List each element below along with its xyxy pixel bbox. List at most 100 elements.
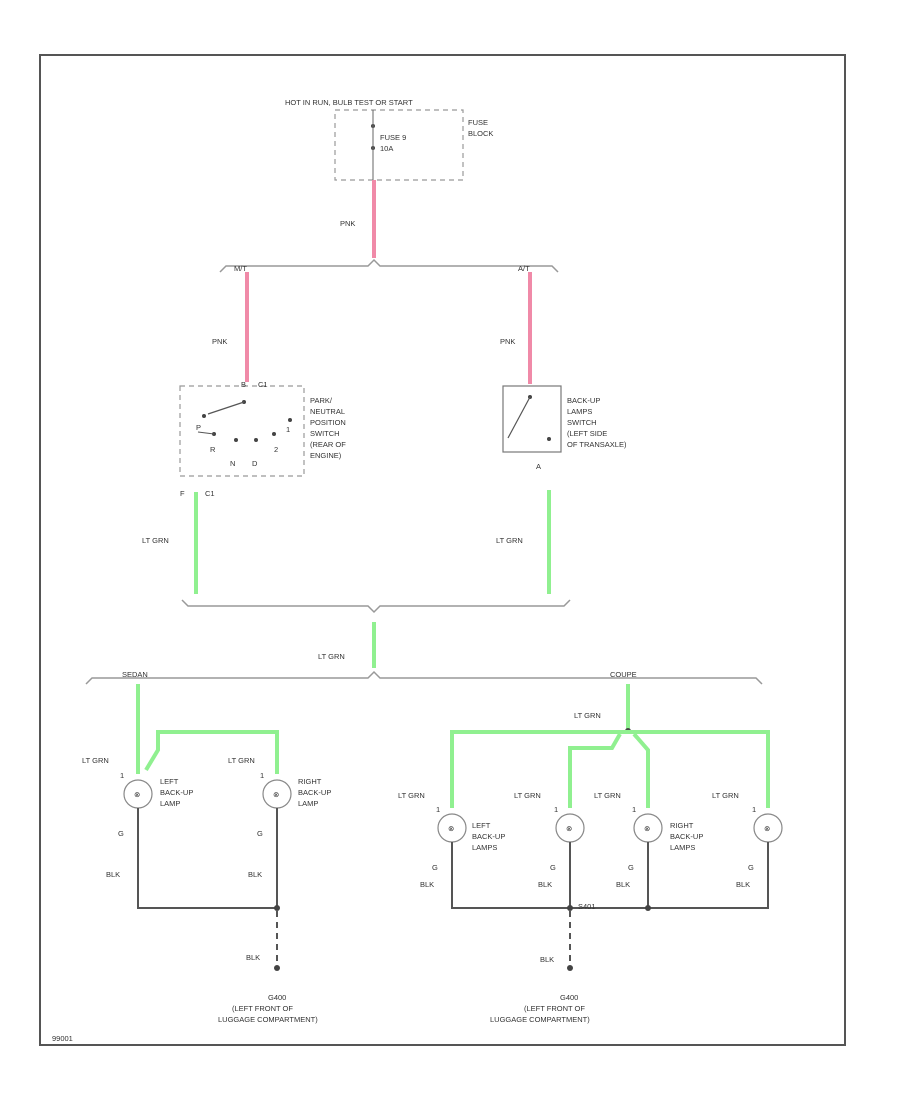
coupe-ground-splice-dot-2: [645, 905, 651, 911]
sedan-right-lamp-pin-bottom: G: [257, 829, 263, 838]
coupe-right-lamps-label-3: LAMPS: [670, 843, 695, 852]
blk-label-coupe-3: BLK: [616, 880, 630, 889]
grn-label-backup: LT GRN: [496, 536, 523, 545]
backup-switch-label-line-4: (LEFT SIDE: [567, 429, 607, 438]
pnp-pos-r: R: [210, 445, 216, 454]
backup-switch-box: [502, 385, 562, 453]
coupe-left-lamps-label-3: LAMPS: [472, 843, 497, 852]
coupe-splice-label: S401: [578, 902, 596, 911]
sedan-ground-loc-1: (LEFT FRONT OF: [232, 1004, 293, 1013]
grn-label-sedan-left: LT GRN: [82, 756, 109, 765]
sedan-left-lamp-label-1: LEFT: [160, 777, 179, 786]
grn-label-coupe-3: LT GRN: [594, 791, 621, 800]
coupe-lamp2-pin-top: 1: [554, 805, 558, 814]
sedan-right-lamp-pin-top: 1: [260, 771, 264, 780]
fuse-block-box: [334, 109, 464, 181]
grn-label-pnp: LT GRN: [142, 536, 169, 545]
blk-wire-coupe: [451, 842, 769, 909]
sedan-left-lamp-label-3: LAMP: [160, 799, 180, 808]
pnp-contact-p: [202, 414, 206, 418]
pnp-label-line-5: (REAR OF: [310, 440, 346, 449]
coupe-ground-loc-2: LUGGAGE COMPARTMENT): [490, 1015, 590, 1024]
pnp-pin-bottom: F: [180, 489, 185, 498]
pnp-switch-box: [179, 385, 305, 477]
pnp-label-line-6: ENGINE): [310, 451, 342, 460]
pnp-pos-n: N: [230, 459, 235, 468]
backup-switch-terminal-bottom: [547, 437, 551, 441]
sedan-label: SEDAN: [122, 670, 148, 679]
blk-label-coupe-4: BLK: [736, 880, 750, 889]
merge-bus: [181, 599, 571, 614]
pnp-switch-arm: [207, 401, 245, 415]
pnp-label-line-1: PARK/: [310, 396, 333, 405]
sedan-right-lamp-label-2: BACK-UP: [298, 788, 331, 797]
transmission-split-bus: [219, 258, 559, 273]
mt-label: M/T: [234, 264, 247, 273]
pnp-contact-link: [197, 431, 215, 435]
pnp-pos-1: 1: [286, 425, 290, 434]
sedan-splice-dot: [274, 905, 280, 911]
coupe-ground-id: G400: [560, 993, 578, 1002]
grn-label-coupe-4: LT GRN: [712, 791, 739, 800]
at-label: A/T: [518, 264, 530, 273]
backup-switch-label-line-5: OF TRANSAXLE): [567, 440, 627, 449]
grn-label-coupe: LT GRN: [574, 711, 601, 720]
pnp-label-line-2: NEUTRAL: [310, 407, 345, 416]
blk-label-coupe-1: BLK: [420, 880, 434, 889]
coupe-left-lamps-label-1: LEFT: [472, 821, 491, 830]
backup-switch-label-line-1: BACK-UP: [567, 396, 600, 405]
fuse-block-label-2: BLOCK: [468, 129, 493, 138]
fuse-rating: 10A: [380, 144, 393, 153]
blk-label-coupe-ground: BLK: [540, 955, 554, 964]
pnp-conn-top: C1: [258, 380, 268, 389]
sedan-left-lamp-pin-top: 1: [120, 771, 124, 780]
blk-label-sedan-ground: BLK: [246, 953, 260, 962]
pnp-label-line-4: SWITCH: [310, 429, 340, 438]
pnp-pin-top: B: [241, 380, 246, 389]
sedan-right-lamp-label-1: RIGHT: [298, 777, 322, 786]
pnp-label-line-3: POSITION: [310, 418, 346, 427]
pnp-contact-d: [254, 438, 258, 442]
grn-wire-sedan-right: [144, 730, 279, 774]
blk-wire-sedan: [137, 808, 278, 909]
grn-wire-coupe-outer: [450, 730, 770, 808]
grn-label-sedan-right: LT GRN: [228, 756, 255, 765]
coupe-label: COUPE: [610, 670, 637, 679]
coupe-right-lamps-label-2: BACK-UP: [670, 832, 703, 841]
coupe-lamp1-pin-bottom: G: [432, 863, 438, 872]
pnp-contact-n: [234, 438, 238, 442]
sedan-ground-loc-2: LUGGAGE COMPARTMENT): [218, 1015, 318, 1024]
fuse-label: FUSE 9: [380, 133, 406, 142]
coupe-ground-dot: [567, 965, 573, 971]
pnp-pos-p: P: [196, 423, 201, 432]
coupe-lamp1-pin-top: 1: [436, 805, 440, 814]
backup-switch-label-line-3: SWITCH: [567, 418, 597, 427]
coupe-lamp2-pin-bottom: G: [550, 863, 556, 872]
coupe-lamp4-pin-top: 1: [752, 805, 756, 814]
figure-id: 99001: [52, 1034, 73, 1043]
coupe-lamp3-pin-bottom: G: [628, 863, 634, 872]
pnp-pos-2: 2: [274, 445, 278, 454]
coupe-left-lamps-label-2: BACK-UP: [472, 832, 505, 841]
sedan-ground-id: G400: [268, 993, 286, 1002]
coupe-right-lamps-label-1: RIGHT: [670, 821, 694, 830]
grn-label-coupe-2: LT GRN: [514, 791, 541, 800]
coupe-lamp-3-glyph: ⊗: [644, 824, 650, 833]
sedan-right-lamp-label-3: LAMP: [298, 799, 318, 808]
backup-switch-label-line-2: LAMPS: [567, 407, 592, 416]
pnk-label-at: PNK: [500, 337, 515, 346]
grn-label-main: LT GRN: [318, 652, 345, 661]
body-split-bus: [85, 670, 763, 685]
pnp-conn-bottom: C1: [205, 489, 215, 498]
backup-switch-pin-bottom: A: [536, 462, 541, 471]
pnk-label-main: PNK: [340, 219, 355, 228]
sedan-left-lamp-label-2: BACK-UP: [160, 788, 193, 797]
blk-label-sedan-left: BLK: [106, 870, 120, 879]
coupe-lamp-4-glyph: ⊗: [764, 824, 770, 833]
coupe-ground-loc-1: (LEFT FRONT OF: [524, 1004, 585, 1013]
diagram-frame: [39, 54, 846, 1046]
coupe-ground-splice-dot: [567, 905, 573, 911]
coupe-lamp-1-glyph: ⊗: [448, 824, 454, 833]
sedan-right-lamp-glyph: ⊗: [273, 790, 279, 799]
